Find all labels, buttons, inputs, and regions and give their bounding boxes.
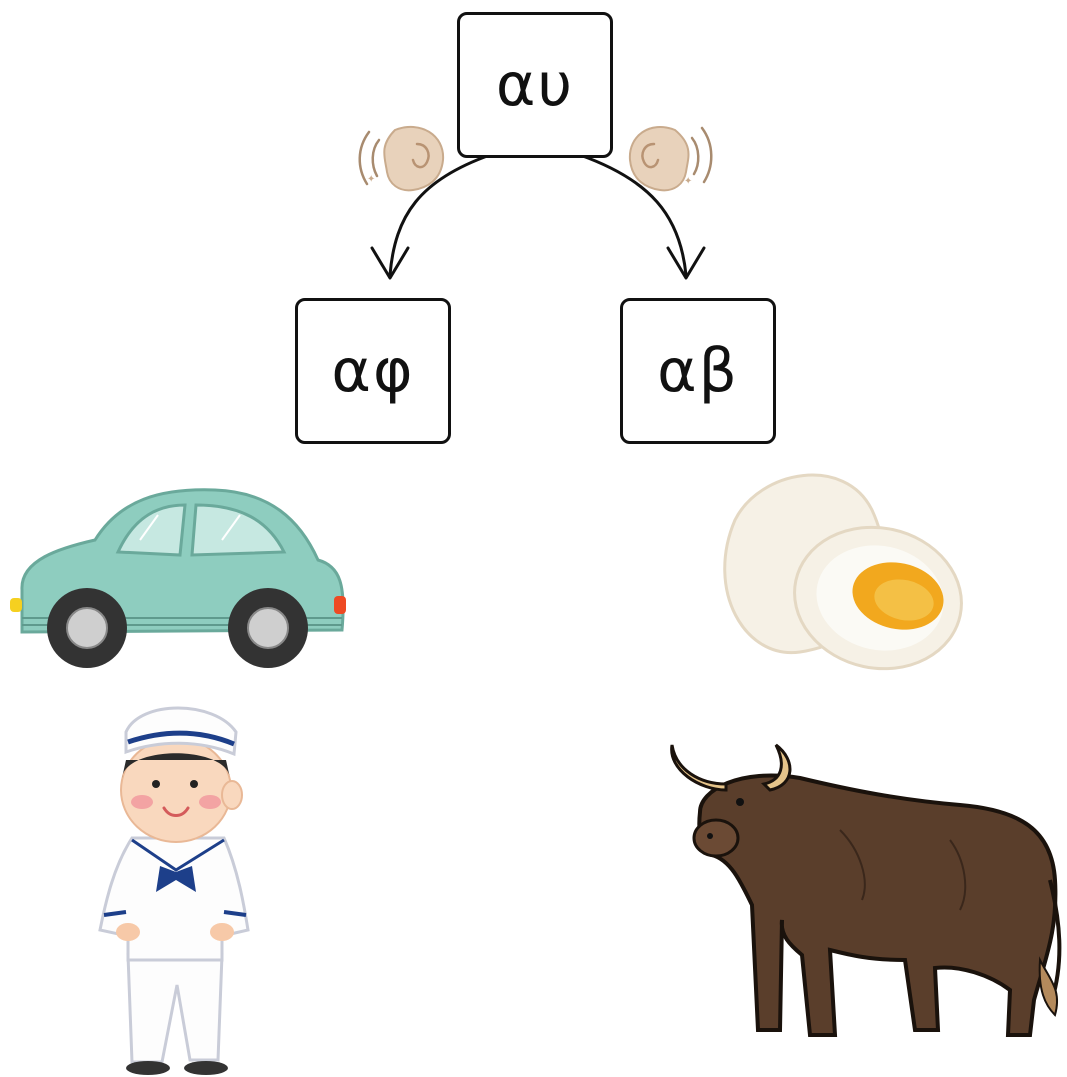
svg-text:✦: ✦ bbox=[684, 176, 692, 187]
ear-icon: ✦ bbox=[628, 125, 713, 192]
child-node-left-label: αφ bbox=[331, 336, 415, 406]
arrow-right-head bbox=[666, 246, 706, 280]
car-icon bbox=[10, 488, 346, 668]
arrow-right bbox=[578, 153, 688, 277]
arrow-left bbox=[388, 153, 492, 277]
arrow-left-head bbox=[370, 246, 410, 280]
sailor-icon bbox=[98, 706, 250, 1075]
root-node-label: αυ bbox=[495, 50, 575, 120]
child-node-right: αβ bbox=[620, 298, 776, 444]
child-node-right-label: αβ bbox=[657, 336, 739, 406]
root-node: αυ bbox=[457, 12, 613, 158]
svg-text:✦: ✦ bbox=[367, 174, 375, 185]
bull-icon bbox=[670, 743, 1062, 1037]
boiled-egg-icon bbox=[723, 473, 963, 671]
child-node-left: αφ bbox=[295, 298, 451, 444]
ear-icon: ✦ bbox=[358, 125, 445, 192]
